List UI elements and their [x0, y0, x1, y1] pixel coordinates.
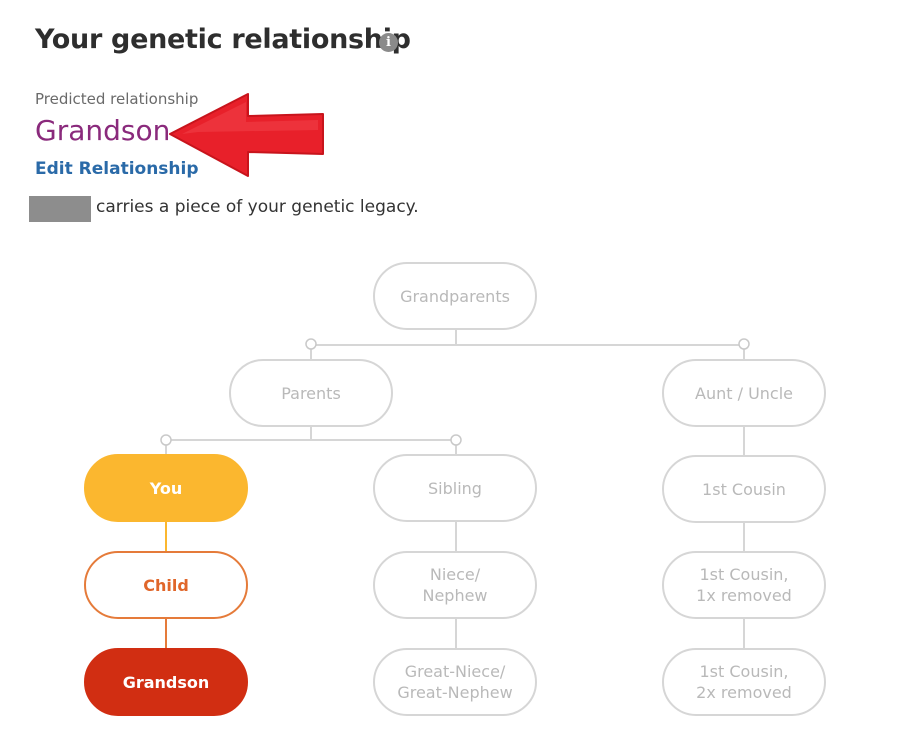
info-icon[interactable]: i — [379, 33, 398, 52]
node-first-cousin-2x-removed: 1st Cousin, 2x removed — [662, 648, 826, 716]
node-great-niece-nephew: Great-Niece/ Great-Nephew — [373, 648, 537, 716]
node-parents: Parents — [229, 359, 393, 427]
node-first-cousin: 1st Cousin — [662, 455, 826, 523]
edit-relationship-link[interactable]: Edit Relationship — [35, 159, 199, 179]
node-first-cousin-1x-removed: 1st Cousin, 1x removed — [662, 551, 826, 619]
node-niece-nephew: Niece/ Nephew — [373, 551, 537, 619]
node-child: Child — [84, 551, 248, 619]
legacy-text: carries a piece of your genetic legacy. — [96, 197, 419, 217]
node-grandparents: Grandparents — [373, 262, 537, 330]
node-aunt-uncle: Aunt / Uncle — [662, 359, 826, 427]
node-grandson: Grandson — [84, 648, 248, 716]
page-title: Your genetic relationship — [35, 24, 411, 55]
node-you: You — [84, 454, 248, 522]
predicted-relationship-value: Grandson — [35, 114, 171, 147]
redacted-name — [29, 196, 91, 222]
predicted-relationship-label: Predicted relationship — [35, 90, 199, 108]
red-arrow-annotation — [169, 93, 324, 177]
node-sibling: Sibling — [373, 454, 537, 522]
